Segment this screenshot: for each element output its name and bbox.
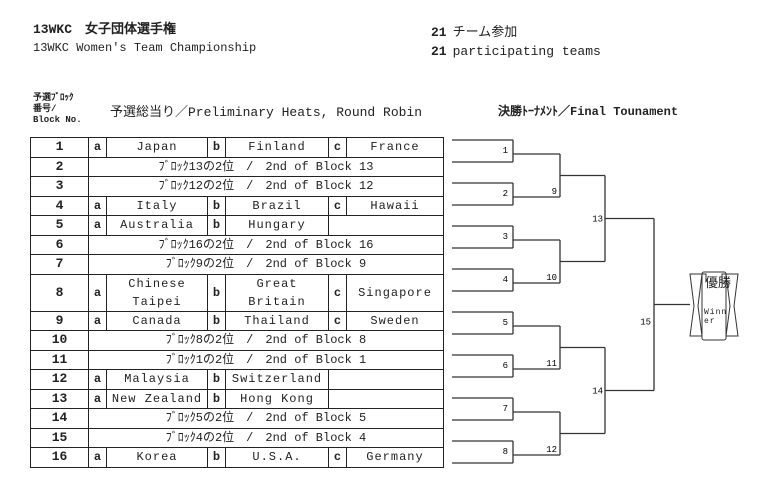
winner-label-en: Winn er bbox=[704, 308, 728, 326]
team-name: Australia bbox=[106, 215, 208, 236]
block-note: ﾌﾞﾛｯｸ12の2位 / 2nd of Block 12 bbox=[88, 176, 444, 197]
teams-count: 21 bbox=[431, 25, 447, 40]
team-name: Germany bbox=[346, 447, 444, 468]
team-name: Great Britain bbox=[225, 273, 329, 312]
match-number: 12 bbox=[546, 445, 557, 455]
match-number: 3 bbox=[503, 232, 508, 242]
match-number: 14 bbox=[592, 387, 603, 397]
slot-label: a bbox=[88, 273, 107, 312]
match-number: 4 bbox=[503, 275, 508, 285]
winner-label-jp: 優勝 bbox=[705, 276, 732, 291]
block-note: ﾌﾞﾛｯｸ5の2位 / 2nd of Block 5 bbox=[88, 408, 444, 429]
team-name: France bbox=[346, 137, 444, 158]
team-name: Chinese Taipei bbox=[106, 273, 208, 312]
team-name: U.S.A. bbox=[225, 447, 329, 468]
participants-jp: 21 チーム参加 bbox=[431, 21, 517, 40]
teams-count: 21 bbox=[431, 44, 447, 59]
team-name: Hungary bbox=[225, 215, 329, 236]
prelim-title: 予選総当り／Preliminary Heats, Round Robin bbox=[110, 105, 423, 120]
title-jp: 13WKC 女子団体選手権 bbox=[33, 22, 177, 37]
team-name: Singapore bbox=[346, 273, 444, 312]
participants-en: 21 participating teams bbox=[431, 44, 601, 59]
team-name: New Zealand bbox=[106, 388, 208, 409]
match-number: 1 bbox=[503, 146, 508, 156]
team-name: Canada bbox=[106, 310, 208, 331]
winner-trophy: 優勝 Winn er bbox=[688, 270, 740, 342]
match-number: 6 bbox=[503, 361, 508, 371]
team-name: Hawaii bbox=[346, 195, 444, 216]
match-number: 11 bbox=[546, 359, 557, 369]
teams-label-jp: チーム参加 bbox=[452, 25, 518, 40]
match-number: 7 bbox=[503, 404, 508, 414]
final-title: 決勝ﾄｰﾅﾒﾝﾄ／Final Tounament bbox=[498, 105, 679, 119]
block-note: ﾌﾞﾛｯｸ9の2位 / 2nd of Block 9 bbox=[88, 254, 444, 275]
team-name: Switzerland bbox=[225, 369, 329, 390]
block-no-header: 予選ﾌﾞﾛｯｸ 番号/ Block No. bbox=[33, 93, 82, 125]
title-en: 13WKC Women's Team Championship bbox=[33, 41, 257, 55]
match-number: 15 bbox=[640, 318, 651, 328]
block-note: ﾌﾞﾛｯｸ4の2位 / 2nd of Block 4 bbox=[88, 427, 444, 448]
team-name: Brazil bbox=[225, 195, 329, 216]
block-number: 15 bbox=[30, 427, 89, 448]
match-number: 5 bbox=[503, 318, 508, 328]
match-number: 2 bbox=[503, 189, 508, 199]
match-number: 13 bbox=[592, 215, 603, 225]
match-number: 9 bbox=[552, 187, 557, 197]
teams-label-en: participating teams bbox=[452, 44, 601, 59]
match-number: 10 bbox=[546, 273, 557, 283]
team-name: Korea bbox=[106, 447, 208, 468]
block-number: 8 bbox=[30, 273, 89, 312]
trophy-icon bbox=[689, 271, 739, 341]
block-note: ﾌﾞﾛｯｸ1の2位 / 2nd of Block 1 bbox=[88, 349, 444, 370]
match-number: 8 bbox=[503, 447, 508, 457]
